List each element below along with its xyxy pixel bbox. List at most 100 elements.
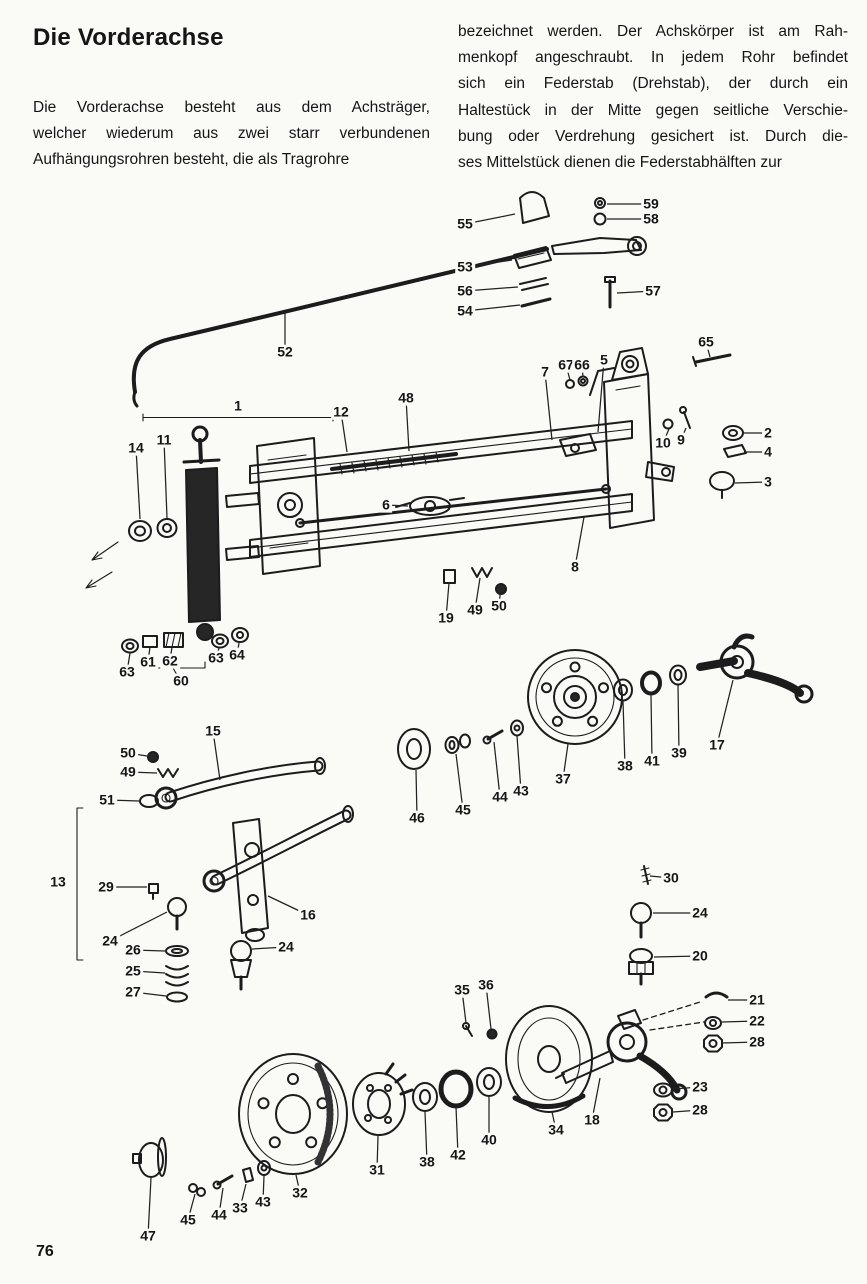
intro-paragraph-left: Die Vorderachse besteht aus dem Achsträg… xyxy=(33,95,430,174)
part-callout: 4 xyxy=(762,443,774,460)
part-callout: 44 xyxy=(490,788,510,805)
part-callout: 27 xyxy=(123,983,143,1000)
part-callout: 35 xyxy=(452,981,472,998)
part-callout: 43 xyxy=(253,1193,273,1210)
part-callout: 51 xyxy=(97,791,117,808)
part-callout: 45 xyxy=(453,801,473,818)
part-callout: 41 xyxy=(642,752,662,769)
page-title: Die Vorderachse xyxy=(33,24,224,51)
wheel-hub-group xyxy=(132,1053,502,1197)
part-callout: 13 xyxy=(48,873,68,890)
part-callout: 32 xyxy=(290,1184,310,1201)
part-callout: 12 xyxy=(331,403,351,420)
part-callout: 55 xyxy=(455,215,475,232)
part-callout: 23 xyxy=(690,1078,710,1095)
leader-line xyxy=(597,359,605,433)
part-callout: 38 xyxy=(615,757,635,774)
text-line: ses Mittelstück dienen die Federstabhälf… xyxy=(458,154,782,172)
part-callout: 8 xyxy=(569,558,581,575)
part-callout: 49 xyxy=(118,763,138,780)
part-callout: 33 xyxy=(230,1199,250,1216)
steering-knuckle-right xyxy=(696,633,814,704)
torsion-arms xyxy=(154,757,354,991)
part-callout: 18 xyxy=(582,1111,602,1128)
text-line: bung oder Verdrehung gesichert ist. Durc… xyxy=(458,127,848,145)
part-callout: 43 xyxy=(511,782,531,799)
part-callout: 50 xyxy=(118,744,138,761)
leader-line xyxy=(455,753,464,811)
part-callout: 19 xyxy=(436,609,456,626)
part-callout: 3 xyxy=(762,473,774,490)
intro-paragraph-right: bezeichnet werden. Der Achskörper ist am… xyxy=(458,19,848,176)
text-line: welcher wiederum aus zwei starr verbunde… xyxy=(33,125,430,143)
part-callout: 30 xyxy=(661,869,681,886)
leader-line xyxy=(415,769,418,819)
part-callout: 57 xyxy=(643,282,663,299)
part-callout: 42 xyxy=(448,1146,468,1163)
torsion-bar xyxy=(295,451,611,528)
part-callout: 11 xyxy=(154,431,174,448)
part-callout: 14 xyxy=(126,439,146,456)
part-callout: 28 xyxy=(690,1101,710,1118)
leader-line xyxy=(424,1111,428,1163)
text-line: Die Vorderachse besteht aus dem Achsträg… xyxy=(33,99,430,116)
part-callout: 5 xyxy=(598,351,610,368)
part-callout: 16 xyxy=(298,906,318,923)
part-callout: 59 xyxy=(641,195,661,212)
part-callout: 67 xyxy=(556,356,576,373)
part-callout: 31 xyxy=(367,1161,387,1178)
text-line: sich ein Federstab (Drehstab), der durch… xyxy=(458,75,848,93)
part-callout: 52 xyxy=(275,343,295,360)
leader-line xyxy=(405,397,410,452)
part-callout: 34 xyxy=(546,1121,566,1138)
part-callout: 26 xyxy=(123,941,143,958)
part-callout: 6 xyxy=(380,496,392,513)
part-callout: 47 xyxy=(138,1227,158,1244)
part-callout: 54 xyxy=(455,302,475,319)
part-callout: 38 xyxy=(417,1153,437,1170)
ball-joints xyxy=(628,865,729,1122)
leader-line xyxy=(163,439,168,519)
part-callout: 22 xyxy=(747,1012,767,1029)
part-callout: 25 xyxy=(123,962,143,979)
leader-line xyxy=(493,741,501,798)
leader-line xyxy=(455,1106,459,1156)
part-callout: 24 xyxy=(690,904,710,921)
part-callout: 49 xyxy=(465,601,485,618)
part-callout: 15 xyxy=(203,722,223,739)
part-callout: 50 xyxy=(489,597,509,614)
part-callout: 60 xyxy=(171,672,191,689)
part-callout: 45 xyxy=(178,1211,198,1228)
part-callout: 10 xyxy=(653,434,673,451)
text-line: Aufhängungsrohren besteht, die als Tragr… xyxy=(33,151,350,169)
text-line: Haltestück in der Mitte gegen seitliche … xyxy=(458,101,848,119)
part-callout: 37 xyxy=(553,770,573,787)
part-callout: 9 xyxy=(675,431,687,448)
part-callout: 62 xyxy=(160,652,180,669)
arm-small-parts xyxy=(139,751,189,1003)
part-callout: 21 xyxy=(747,991,767,1008)
part-callout: 48 xyxy=(396,389,416,406)
part-callout: 20 xyxy=(690,947,710,964)
part-callout: 53 xyxy=(455,258,475,275)
leader-line xyxy=(212,730,221,781)
part-callout: 17 xyxy=(707,736,727,753)
leader-line xyxy=(574,516,585,568)
leader-line xyxy=(650,693,653,762)
leader-line xyxy=(516,735,522,792)
leader-line xyxy=(544,371,553,441)
part-callout: 63 xyxy=(117,663,137,680)
part-callout: 64 xyxy=(227,646,247,663)
part-callout: 36 xyxy=(476,976,496,993)
brake-drum-upper xyxy=(397,649,687,770)
part-callout: 24 xyxy=(100,932,120,949)
part-callout: 56 xyxy=(455,282,475,299)
part-callout: 1 xyxy=(232,397,244,414)
part-callout: 28 xyxy=(747,1033,767,1050)
part-callout: 2 xyxy=(762,424,774,441)
steering-knuckle-lower xyxy=(462,1001,705,1113)
part-callout: 58 xyxy=(641,210,661,227)
